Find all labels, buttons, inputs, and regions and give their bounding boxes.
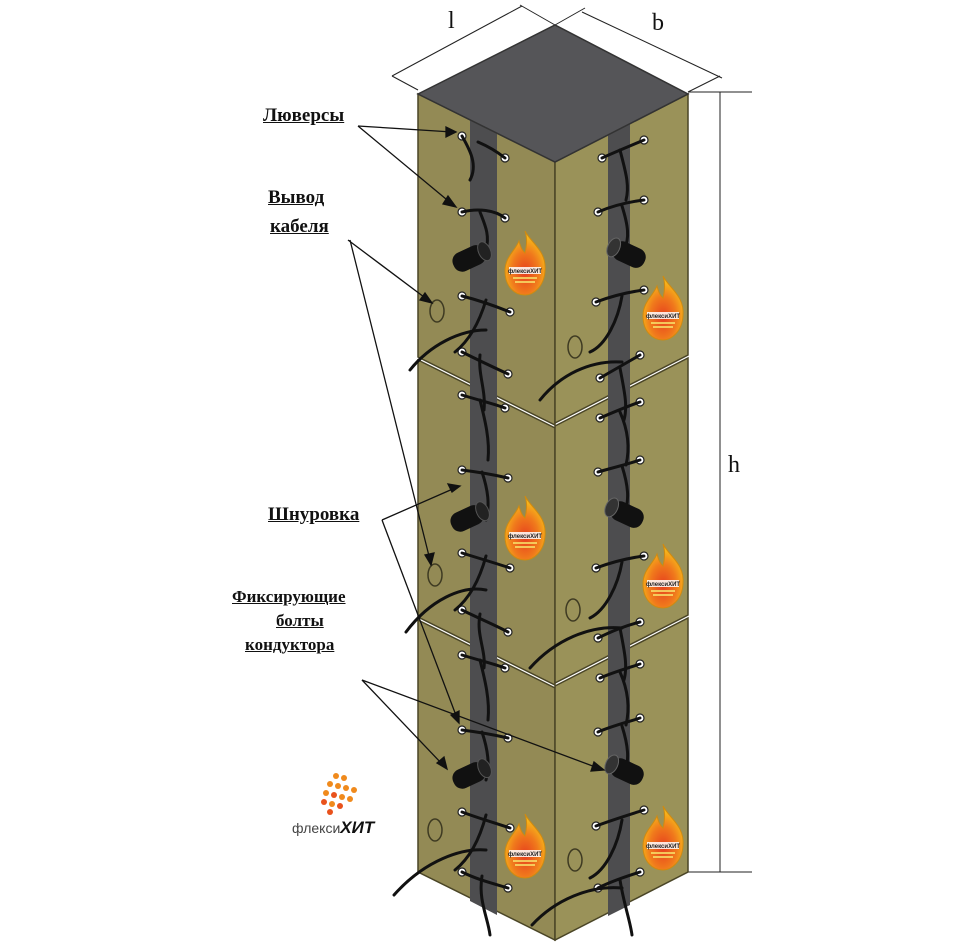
label-bolts-1: Фиксирующие: [232, 587, 346, 606]
lacing: [392, 134, 646, 937]
label-bolts-2: болты: [276, 611, 324, 630]
dimension-lines: [391, 4, 752, 873]
brand-logo-icon: [321, 773, 357, 815]
dimension-width: b: [652, 10, 664, 36]
cable-outlets: [450, 237, 646, 789]
dimension-length: l: [448, 8, 455, 34]
brand-logo: флексиХИТ: [292, 818, 374, 838]
brand-prefix: флекси: [292, 820, 341, 836]
brand-name: ХИТ: [340, 818, 375, 837]
left-face: [417, 92, 556, 942]
label-cable-outlet-1: Вывод: [268, 187, 325, 208]
column-top: [416, 24, 690, 163]
dimension-height: h: [728, 452, 740, 478]
label-eyelets: Люверсы: [263, 105, 345, 126]
label-cable-outlet-2: кабеля: [270, 216, 329, 237]
pointer-arrows: [347, 125, 606, 772]
label-bolts-3: кондуктора: [245, 635, 335, 654]
label-lacing: Шнуровка: [268, 504, 360, 525]
